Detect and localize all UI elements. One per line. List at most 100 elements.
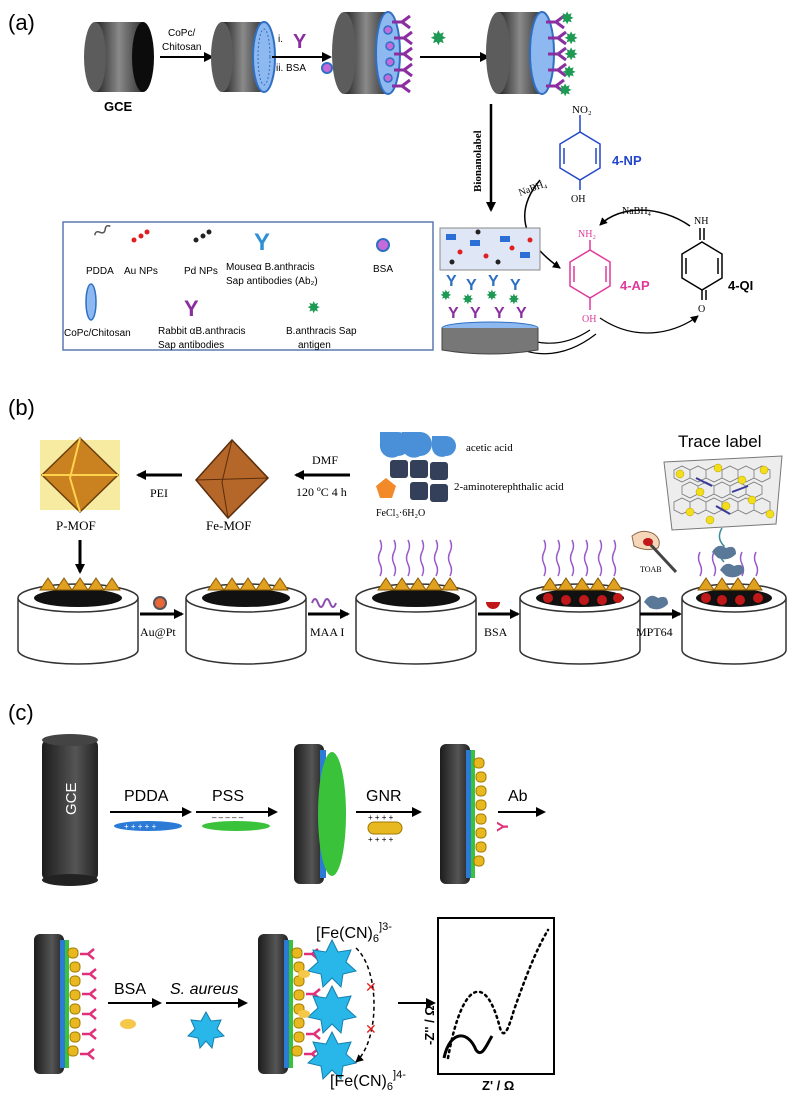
bsa-drop-icon: [486, 602, 500, 609]
nyquist-curve-high: [446, 928, 550, 1060]
bsa-label-c: BSA: [114, 981, 146, 998]
no2-label: NO₂: [572, 104, 592, 116]
ferricyanide-label: [Fe(CN)6]3-: [316, 921, 392, 945]
svg-text:Y: Y: [488, 273, 499, 290]
antigen-star-icon: ✸: [430, 28, 447, 50]
nabh4-arrow: [524, 179, 561, 269]
bsa-icon: [376, 238, 390, 252]
ferrocyanide-label: [Fe(CN)6]4-: [330, 1069, 406, 1093]
maa-aptamer-icon: [311, 598, 337, 608]
aminophenol-structure: [569, 240, 611, 310]
electrode-b-2: [185, 577, 307, 665]
svg-text:Y: Y: [510, 277, 521, 294]
legend-rabbit-2: Sap antibodies: [158, 340, 224, 351]
maa-label: MAA I: [310, 625, 344, 639]
gnr-particle-icon: [367, 821, 403, 835]
mouse-antibody-icon: Y: [254, 229, 270, 256]
bsa-small-icon: [321, 62, 333, 74]
toab-label: TOAB: [640, 565, 662, 574]
electrode-b-1: [17, 577, 139, 665]
au-np-icon: [131, 229, 150, 243]
svg-text:Y: Y: [470, 305, 481, 322]
pdda-particle-icon: [114, 821, 182, 831]
quinoneimine-structure: [681, 228, 723, 300]
nabh4-return-arrow: [599, 209, 691, 227]
copc-reagent-label-1: CoPc/: [168, 28, 195, 39]
blocked-electron-transfer-arrow: [355, 947, 375, 1063]
panel-c-label: (c): [8, 700, 34, 725]
gce-electrode-bare: [84, 22, 154, 92]
panel-a-label: (a): [8, 10, 35, 35]
nh2-label: NH₂: [578, 229, 596, 240]
trace-label-title: Trace label: [678, 432, 761, 451]
cycle-arrow-forward: [599, 315, 699, 334]
svg-text:Y: Y: [446, 273, 457, 290]
gce-rod-label: GCE: [63, 782, 80, 815]
gnr-charges-bottom: + + + +: [368, 835, 394, 844]
antibody-y-icon: Y: [293, 31, 307, 53]
conditions-label: 120 ºC 4 h: [296, 485, 347, 499]
ab-label-c: Ab: [508, 788, 528, 805]
panel-b: (b) Trace label P-MOF PEI Fe-MOF DMF 120…: [8, 395, 787, 665]
svg-text:✸: ✸: [440, 287, 452, 303]
gce-rod: [42, 734, 98, 886]
nyquist-ylabel: -Z'' / Ω: [422, 1005, 437, 1045]
p-mof-crystal: [40, 436, 120, 514]
bsa-label-b: BSA: [484, 625, 508, 639]
bsa-particle-icon-c: [120, 1019, 136, 1029]
aminoterephthalic-label: 2-aminoterephthalic acid: [454, 481, 564, 493]
nyquist-xlabel: Z' / Ω: [482, 1078, 514, 1093]
electrode-b-4: [519, 539, 641, 665]
legend-pdda: PDDA: [86, 266, 114, 277]
legend-au: Au NPs: [124, 266, 158, 277]
electrode-b-5: [681, 551, 787, 665]
pss-coated-rod: [294, 744, 346, 884]
block-mark-1: ✕: [365, 979, 377, 995]
pdda-icon: [94, 224, 111, 236]
legend-rabbit-1: Rabbit αB.anthracis: [158, 326, 246, 337]
svg-text:✸: ✸: [558, 81, 572, 100]
copc-reagent-label-2: Chitosan: [162, 42, 201, 53]
legend-box: PDDA Au NPs Pd NPs Y Mouseα B.anthracis …: [62, 221, 434, 351]
qi-label: 4-QI: [728, 278, 753, 293]
p-mof-label: P-MOF: [56, 518, 96, 533]
antibody-rod: [34, 934, 97, 1074]
svg-text:Y: Y: [448, 305, 459, 322]
ap-label: 4-AP: [620, 278, 650, 293]
svg-text:✸: ✸: [562, 63, 576, 82]
fe-mof-label: Fe-MOF: [206, 518, 252, 533]
gce-label: GCE: [104, 99, 133, 114]
pdda-label-c: PDDA: [124, 788, 169, 805]
nitrophenol-structure: [559, 115, 601, 190]
step2-i-label: i.: [278, 34, 283, 45]
antibody-electrode: [332, 11, 413, 95]
aupt-label: Au@Pt: [140, 625, 176, 639]
bionanolabel-label: Bionanolabel: [472, 130, 484, 192]
acetic-acid-label: acetic acid: [466, 442, 513, 454]
nabh4-label-1: NaBH₄: [517, 178, 549, 198]
svg-text:✸: ✸: [508, 291, 520, 307]
svg-text:✸: ✸: [486, 287, 498, 303]
svg-text:✸: ✸: [462, 291, 474, 307]
svg-text:✸: ✸: [564, 45, 578, 64]
precursors-icon: [376, 432, 456, 502]
svg-text:✸: ✸: [560, 9, 574, 28]
svg-text:Y: Y: [494, 305, 505, 322]
panel-c: (c) GCE PDDA + + + + + PSS – – – – – GNR…: [8, 700, 555, 1093]
electrode-b-3: [355, 539, 477, 665]
pei-label: PEI: [150, 486, 168, 500]
legend-mouse-2: Sap antibodies (Ab₂): [226, 276, 318, 287]
nyquist-plot: [437, 917, 555, 1075]
copc-electrode: [211, 21, 276, 93]
nabh4-label-2: NaBH₄: [622, 206, 652, 217]
gnr-charges-top: + + + +: [368, 813, 394, 822]
svg-text:✸: ✸: [564, 29, 578, 48]
graphene-trace-label: [663, 455, 783, 563]
svg-text:Y: Y: [516, 305, 527, 322]
np-label: 4-NP: [612, 153, 642, 168]
s-aureus-icon: [186, 1010, 226, 1050]
fe-mof-crystal: [195, 438, 270, 520]
aupt-particle-icon: [153, 596, 167, 610]
